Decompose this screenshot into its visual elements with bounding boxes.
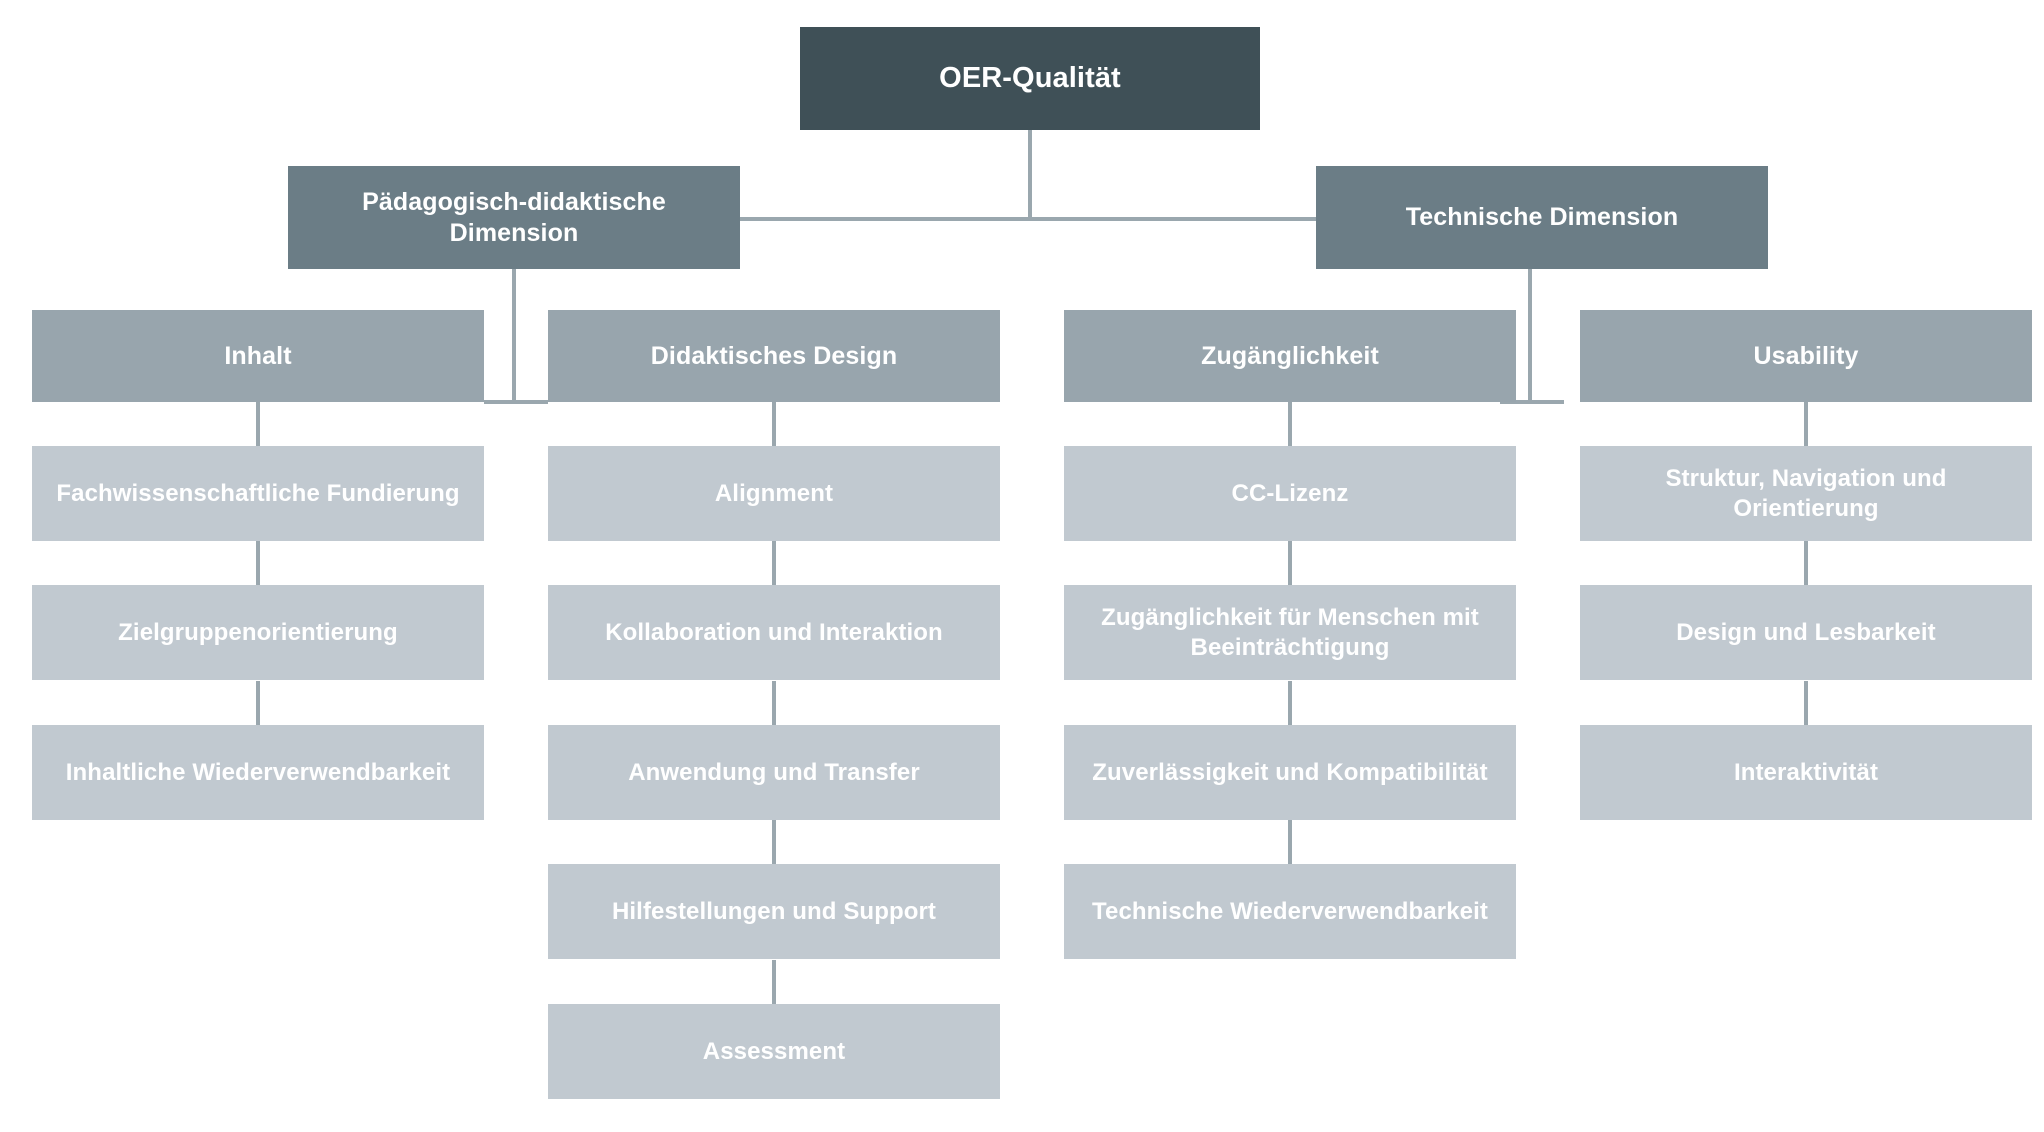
node-dimension-technisch[interactable]: Technische Dimension <box>1316 166 1768 269</box>
connector-col4-spine-3 <box>1804 681 1808 725</box>
node-leaf-inhaltliche-wiederverwendbarkeit[interactable]: Inhaltliche Wiederverwendbarkeit <box>32 725 484 820</box>
node-leaf-zuverlaessigkeit-und-kompatibilitaet[interactable]: Zuverlässigkeit und Kompatibilität <box>1064 725 1516 820</box>
connector-col2-spine-4 <box>772 820 776 864</box>
connector-col2-spine-3 <box>772 681 776 725</box>
connector-dimension-bus <box>740 217 1316 221</box>
node-leaf-hilfestellungen-und-support[interactable]: Hilfestellungen und Support <box>548 864 1000 959</box>
node-leaf-interaktivitaet[interactable]: Interaktivität <box>1580 725 2032 820</box>
connector-col4-spine-2 <box>1804 541 1808 585</box>
node-root-oer-qualitaet[interactable]: OER-Qualität <box>800 27 1260 130</box>
connector-col1-spine-3 <box>256 681 260 725</box>
node-leaf-struktur-navigation-und-orientierung[interactable]: Struktur, Navigation und Orientierung <box>1580 446 2032 541</box>
connector-col1-spine-1 <box>256 402 260 446</box>
node-leaf-zugaenglichkeit-fuer-menschen-mit-beeintraechtigung[interactable]: Zugänglichkeit für Menschen mit Beeinträ… <box>1064 585 1516 680</box>
node-leaf-cc-lizenz[interactable]: CC-Lizenz <box>1064 446 1516 541</box>
node-category-inhalt[interactable]: Inhalt <box>32 310 484 402</box>
node-category-zugaenglichkeit[interactable]: Zugänglichkeit <box>1064 310 1516 402</box>
connector-left-dimension-stem <box>512 269 516 402</box>
connector-right-dimension-stem <box>1528 269 1532 402</box>
connector-col3-spine-1 <box>1288 402 1292 446</box>
node-category-didaktisches-design[interactable]: Didaktisches Design <box>548 310 1000 402</box>
node-leaf-fachwissenschaftliche-fundierung[interactable]: Fachwissenschaftliche Fundierung <box>32 446 484 541</box>
node-dimension-paedagogisch-didaktisch[interactable]: Pädagogisch-didaktische Dimension <box>288 166 740 269</box>
node-leaf-technische-wiederverwendbarkeit[interactable]: Technische Wiederverwendbarkeit <box>1064 864 1516 959</box>
node-leaf-zielgruppenorientierung[interactable]: Zielgruppenorientierung <box>32 585 484 680</box>
connector-right-category-bus <box>1500 400 1564 404</box>
node-leaf-design-und-lesbarkeit[interactable]: Design und Lesbarkeit <box>1580 585 2032 680</box>
connector-col3-spine-4 <box>1288 820 1292 864</box>
connector-col2-spine-5 <box>772 960 776 1004</box>
connector-col2-spine-1 <box>772 402 776 446</box>
connector-root-stem <box>1028 130 1032 219</box>
connector-col3-spine-3 <box>1288 681 1292 725</box>
connector-col2-spine-2 <box>772 541 776 585</box>
node-leaf-alignment[interactable]: Alignment <box>548 446 1000 541</box>
connector-col1-spine-2 <box>256 541 260 585</box>
node-leaf-kollaboration-und-interaktion[interactable]: Kollaboration und Interaktion <box>548 585 1000 680</box>
node-category-usability[interactable]: Usability <box>1580 310 2032 402</box>
connector-col3-spine-2 <box>1288 541 1292 585</box>
node-leaf-assessment[interactable]: Assessment <box>548 1004 1000 1099</box>
connector-col4-spine-1 <box>1804 402 1808 446</box>
node-leaf-anwendung-und-transfer[interactable]: Anwendung und Transfer <box>548 725 1000 820</box>
connector-left-category-bus <box>484 400 548 404</box>
